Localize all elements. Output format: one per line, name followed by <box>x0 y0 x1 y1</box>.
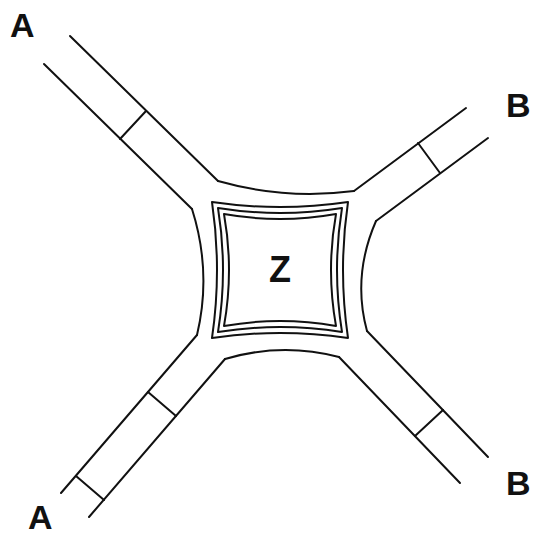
cell-wall-layer <box>212 202 348 338</box>
part-letter: B <box>506 466 531 500</box>
cell-wall-layer <box>224 214 336 326</box>
part-letter: A <box>28 500 53 534</box>
hypha-wall <box>44 36 218 209</box>
hypha-wall <box>354 108 488 221</box>
part-letter: B <box>506 88 531 122</box>
junction-wall <box>192 181 376 359</box>
central-cell: Z <box>200 190 360 350</box>
hypha-wall <box>339 331 488 483</box>
cell-label: Z <box>269 252 291 288</box>
septum <box>76 111 443 500</box>
hypha-wall <box>61 335 225 517</box>
part-letter: A <box>10 8 35 42</box>
cell-wall-layer <box>218 208 342 332</box>
